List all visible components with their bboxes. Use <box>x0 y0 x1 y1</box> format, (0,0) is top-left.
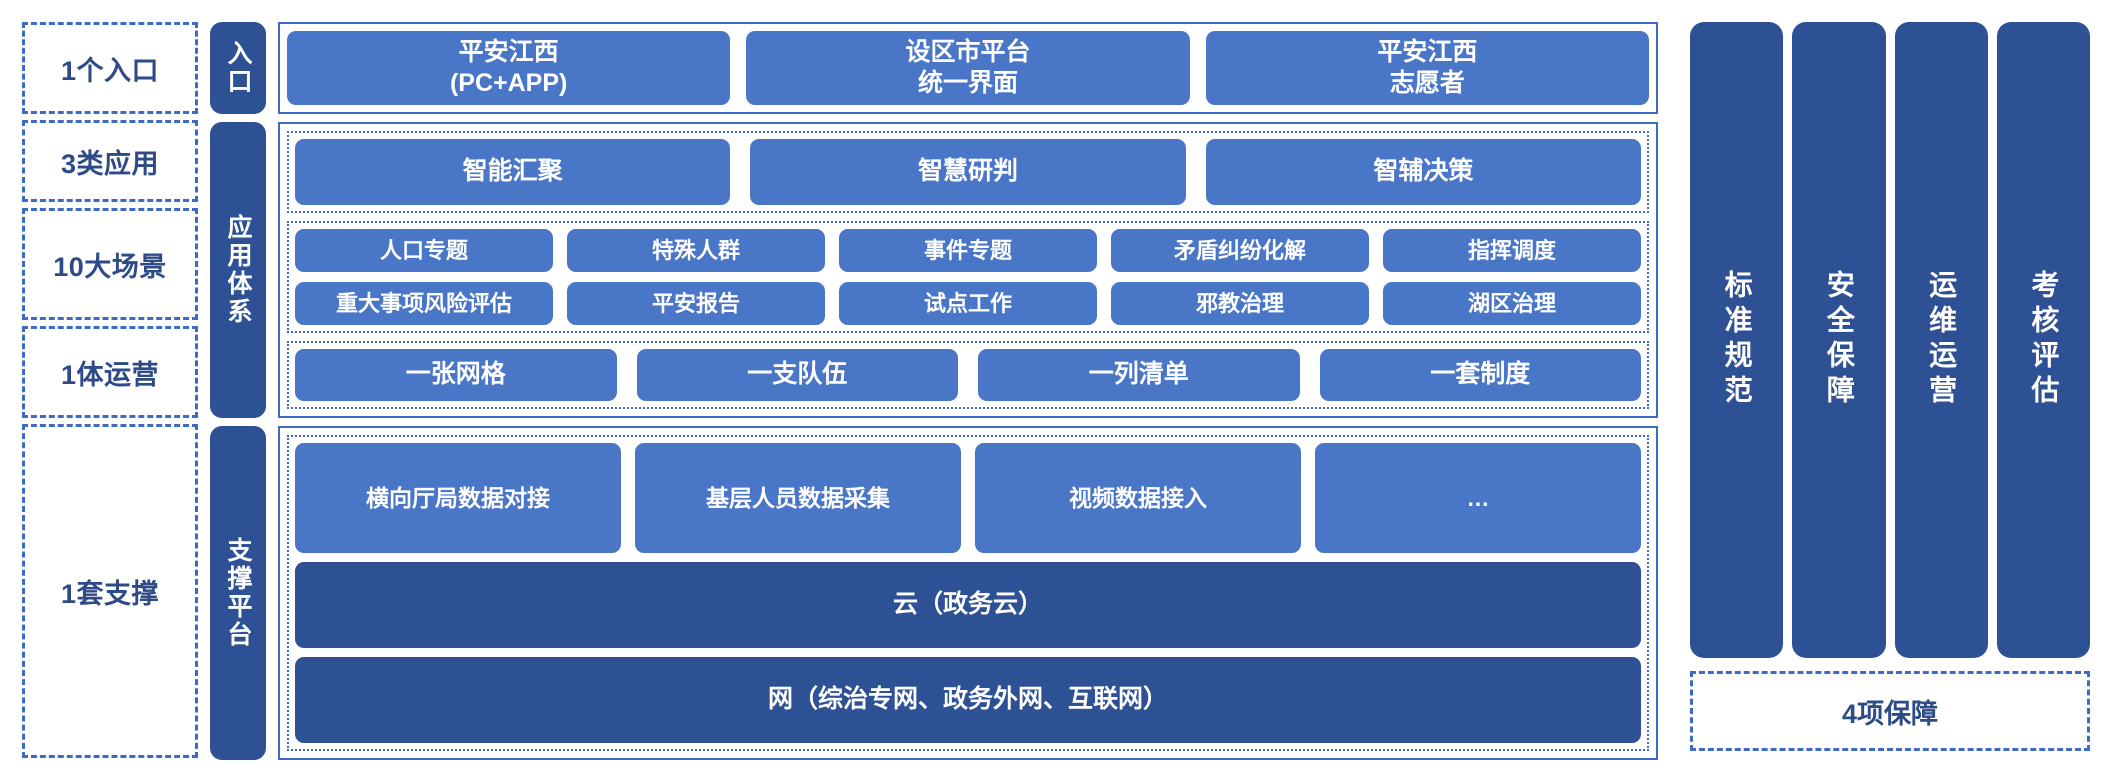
support-card-grassroots-data-collection[interactable]: 基层人员数据采集 <box>635 443 961 554</box>
left-label-operations: 1体运营 <box>22 326 198 418</box>
scenario-card-safety-report[interactable]: 平安报告 <box>567 282 825 325</box>
applications-dotted-box: 智能汇聚 智慧研判 智辅决策 <box>287 131 1649 213</box>
guarantee-pillars: 标准规范 安全保障 运维运营 考核评估 <box>1690 22 2090 658</box>
operation-card-one-checklist[interactable]: 一列清单 <box>978 349 1300 401</box>
scenario-card-cult-governance[interactable]: 邪教治理 <box>1111 282 1369 325</box>
left-label-scenarios: 10大场景 <box>22 208 198 320</box>
left-label-support: 1套支撑 <box>22 424 198 758</box>
operations-row: 一张网格 一支队伍 一列清单 一套制度 <box>295 349 1641 401</box>
scenarios-row-1: 人口专题 特殊人群 事件专题 矛盾纠纷化解 指挥调度 <box>295 229 1641 272</box>
support-card-agency-data-integration[interactable]: 横向厅局数据对接 <box>295 443 621 554</box>
application-card-decision-support[interactable]: 智辅决策 <box>1205 139 1641 205</box>
operation-card-one-system[interactable]: 一套制度 <box>1319 349 1641 401</box>
guarantee-pillar-assessment[interactable]: 考核评估 <box>1996 22 2090 658</box>
applications-row: 智能汇聚 智慧研判 智辅决策 <box>295 139 1641 205</box>
spine-label-column: 入口 应用体系 支撑平台 <box>210 22 266 760</box>
support-card-video-data-access[interactable]: 视频数据接入 <box>975 443 1301 554</box>
scenario-card-pilot-work[interactable]: 试点工作 <box>839 282 1097 325</box>
support-stack: 横向厅局数据对接 基层人员数据采集 视频数据接入 … 云（政务云） 网（综治专网… <box>295 443 1641 743</box>
left-label-entry: 1个入口 <box>22 22 198 114</box>
entry-group: 平安江西 (PC+APP) 设区市平台 统一界面 平安江西 志愿者 <box>278 22 1658 114</box>
scenario-card-dispute-mediation[interactable]: 矛盾纠纷化解 <box>1111 229 1369 272</box>
entry-card-pingan-jiangxi-pcapp[interactable]: 平安江西 (PC+APP) <box>287 31 731 105</box>
scenario-card-special-groups[interactable]: 特殊人群 <box>567 229 825 272</box>
main-content-column: 平安江西 (PC+APP) 设区市平台 统一界面 平安江西 志愿者 智能汇聚 智… <box>278 22 1658 760</box>
guarantees-column: 标准规范 安全保障 运维运营 考核评估 4项保障 <box>1690 22 2090 760</box>
spine-label-entry: 入口 <box>210 22 266 114</box>
support-card-more[interactable]: … <box>1315 443 1641 554</box>
support-bar-cloud[interactable]: 云（政务云） <box>295 562 1641 649</box>
operation-card-one-grid[interactable]: 一张网格 <box>295 349 617 401</box>
support-bar-network[interactable]: 网（综治专网、政务外网、互联网） <box>295 657 1641 743</box>
operation-card-one-team[interactable]: 一支队伍 <box>636 349 958 401</box>
entry-card-city-platform[interactable]: 设区市平台 统一界面 <box>746 31 1190 105</box>
scenario-card-population[interactable]: 人口专题 <box>295 229 553 272</box>
left-label-column: 1个入口 3类应用 10大场景 1体运营 1套支撑 <box>22 22 198 760</box>
application-card-intelligent-aggregation[interactable]: 智能汇聚 <box>295 139 731 205</box>
support-platform-group: 横向厅局数据对接 基层人员数据采集 视频数据接入 … 云（政务云） 网（综治专网… <box>278 426 1658 760</box>
support-data-sources-row: 横向厅局数据对接 基层人员数据采集 视频数据接入 … <box>295 443 1641 554</box>
guarantee-pillar-security[interactable]: 安全保障 <box>1792 22 1886 658</box>
scenario-card-lake-governance[interactable]: 湖区治理 <box>1383 282 1641 325</box>
spine-label-app-system: 应用体系 <box>210 122 266 418</box>
entry-row: 平安江西 (PC+APP) 设区市平台 统一界面 平安江西 志愿者 <box>287 31 1649 105</box>
scenario-card-events[interactable]: 事件专题 <box>839 229 1097 272</box>
entry-card-volunteer[interactable]: 平安江西 志愿者 <box>1205 31 1649 105</box>
application-system-group: 智能汇聚 智慧研判 智辅决策 人口专题 特殊人群 事件专题 矛盾纠纷化解 指挥调… <box>278 122 1658 418</box>
scenario-card-command-dispatch[interactable]: 指挥调度 <box>1383 229 1641 272</box>
scenarios-row-2: 重大事项风险评估 平安报告 试点工作 邪教治理 湖区治理 <box>295 282 1641 325</box>
application-card-smart-analysis[interactable]: 智慧研判 <box>750 139 1186 205</box>
operations-dotted-box: 一张网格 一支队伍 一列清单 一套制度 <box>287 341 1649 409</box>
scenarios-dotted-box: 人口专题 特殊人群 事件专题 矛盾纠纷化解 指挥调度 重大事项风险评估 平安报告… <box>287 221 1649 333</box>
scenario-card-major-risk-assessment[interactable]: 重大事项风险评估 <box>295 282 553 325</box>
guarantees-footer-label: 4项保障 <box>1690 671 2090 751</box>
spine-label-support-platform: 支撑平台 <box>210 426 266 760</box>
guarantee-pillar-operations[interactable]: 运维运营 <box>1894 22 1988 658</box>
scenarios-grid: 人口专题 特殊人群 事件专题 矛盾纠纷化解 指挥调度 重大事项风险评估 平安报告… <box>295 229 1641 325</box>
support-dotted-box: 横向厅局数据对接 基层人员数据采集 视频数据接入 … 云（政务云） 网（综治专网… <box>287 435 1649 751</box>
guarantee-pillar-standards[interactable]: 标准规范 <box>1690 22 1784 658</box>
left-label-applications: 3类应用 <box>22 120 198 202</box>
